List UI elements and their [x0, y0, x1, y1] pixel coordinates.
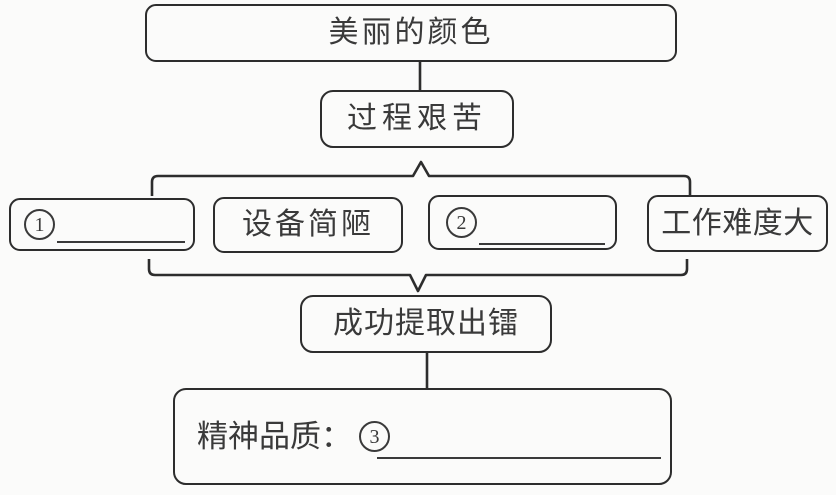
- factor-blank-2-box: 2: [428, 195, 617, 250]
- blank-underline-3: [377, 457, 661, 459]
- title-box: 美丽的颜色: [145, 4, 677, 62]
- blank-underline-2: [479, 243, 605, 245]
- factor-difficulty-text: 工作难度大: [661, 206, 814, 240]
- quality-label: 精神品质：: [197, 419, 352, 454]
- process-box: 过程艰苦: [320, 90, 514, 148]
- result-box: 成功提取出镭: [300, 295, 552, 353]
- blank-underline-1: [57, 241, 185, 243]
- process-text: 过程艰苦: [347, 102, 487, 135]
- bracket-top: [150, 160, 692, 196]
- factor-difficulty-box: 工作难度大: [647, 195, 828, 252]
- factor-equipment-box: 设备简陋: [213, 197, 403, 253]
- quality-label-row: 精神品质： 3: [197, 390, 390, 483]
- circled-number-3: 3: [359, 421, 390, 452]
- quality-box: 精神品质： 3: [173, 388, 672, 485]
- title-text: 美丽的颜色: [328, 16, 494, 49]
- bracket-bottom: [147, 259, 689, 293]
- circled-number-1: 1: [24, 209, 55, 240]
- factor-equipment-text: 设备简陋: [242, 208, 374, 241]
- circled-number-2: 2: [446, 207, 477, 238]
- factor-blank-1-box: 1: [9, 198, 195, 251]
- result-text: 成功提取出镭: [333, 307, 519, 340]
